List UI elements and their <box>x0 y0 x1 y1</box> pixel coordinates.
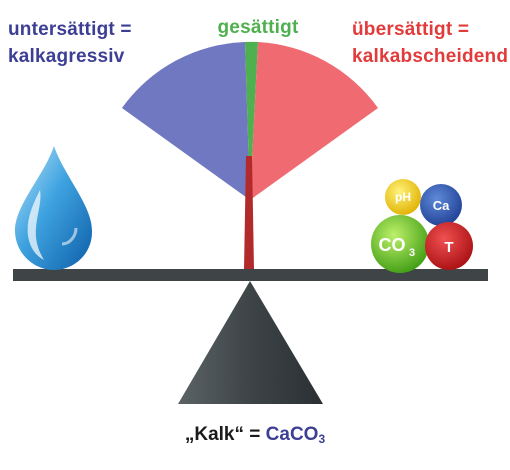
formula-prefix: „Kalk“ = <box>184 424 266 445</box>
saturated-label: gesättigt <box>217 17 299 38</box>
needle <box>244 156 254 270</box>
oversaturated-label: übersättigt = kalkabscheidend <box>352 16 508 70</box>
undersaturated-sector <box>122 42 250 200</box>
oversaturated-label-line2: kalkabscheidend <box>352 46 509 67</box>
ph-ball-icon: pH <box>385 179 421 215</box>
formula-compound: CaCO <box>265 424 319 445</box>
carbonate-ball-subscript: 3 <box>409 247 415 259</box>
temperature-ball-label: T <box>444 239 453 256</box>
balance-beam <box>13 269 488 281</box>
lime-formula: „Kalk“ = CaCO3 <box>0 424 510 446</box>
fulcrum <box>178 281 323 404</box>
temperature-ball-icon: T <box>425 222 473 270</box>
ph-ball-label: pH <box>395 190 411 204</box>
carbonate-ball-label: CO <box>379 235 406 255</box>
formula-subscript: 3 <box>318 432 326 446</box>
oversaturated-label-line1: übersättigt = <box>352 19 470 40</box>
water-drop-icon <box>14 146 93 270</box>
undersaturated-label-line2: kalkagressiv <box>8 46 125 67</box>
saturated-sector <box>245 41 258 201</box>
calcium-ball-icon: Ca <box>420 184 462 226</box>
calcium-ball-label: Ca <box>433 198 450 213</box>
carbonate-ball-icon: CO 3 <box>371 215 429 273</box>
undersaturated-label-line1: untersättigt = <box>8 19 132 40</box>
undersaturated-label: untersättigt = kalkagressiv <box>8 16 132 70</box>
oversaturated-sector <box>250 42 378 200</box>
